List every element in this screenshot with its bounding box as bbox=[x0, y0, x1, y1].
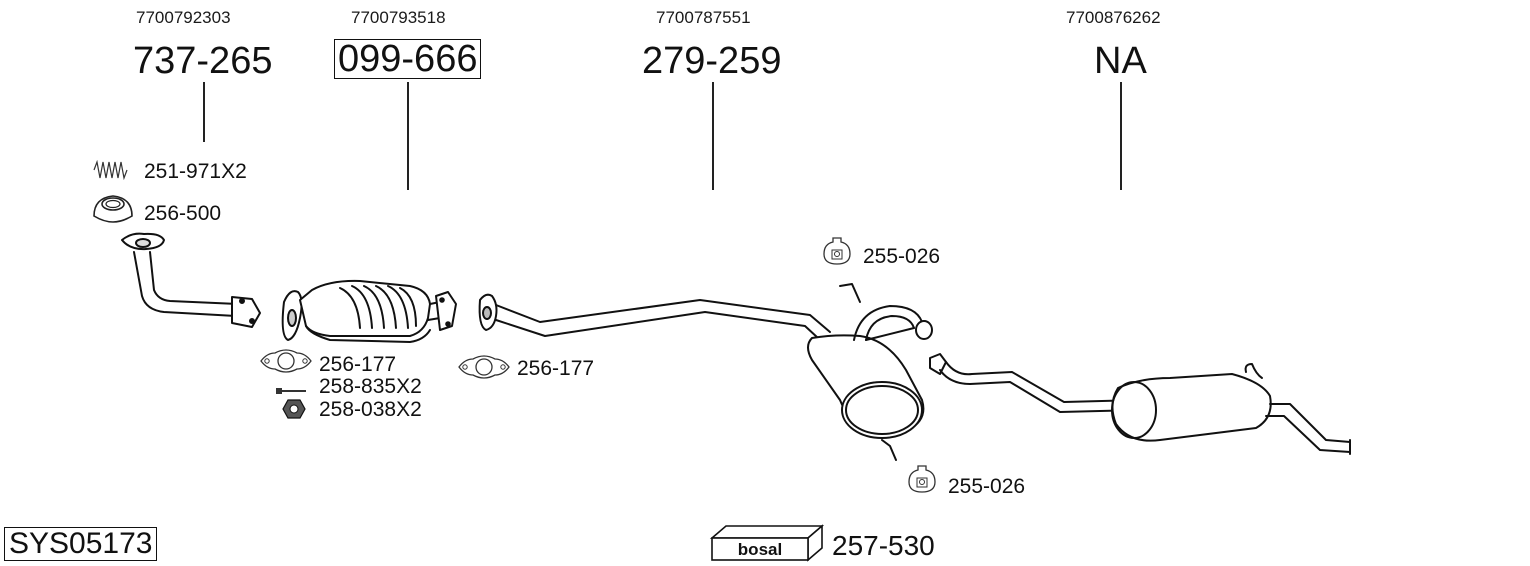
gasket-icon bbox=[458, 355, 510, 379]
leader-line bbox=[407, 82, 409, 190]
part-number-rear-silencer[interactable]: NA bbox=[1094, 40, 1147, 82]
bosal-logo-text: bosal bbox=[738, 540, 782, 559]
part-number-middle-silencer[interactable]: 279-259 bbox=[642, 40, 782, 82]
rear-silencer-drawing bbox=[929, 353, 1351, 455]
sealing-ring-icon bbox=[93, 195, 133, 223]
catalytic-converter-drawing bbox=[281, 279, 457, 343]
leader-line bbox=[712, 82, 714, 190]
system-code: SYS05173 bbox=[4, 527, 158, 561]
accessory-label[interactable]: 255-026 bbox=[863, 245, 941, 268]
oem-number-2: 7700793518 bbox=[351, 8, 446, 27]
rubber-mount-icon bbox=[823, 237, 851, 265]
bosal-box-icon: bosal bbox=[709, 524, 824, 562]
gasket-icon bbox=[260, 349, 312, 373]
accessory-label[interactable]: 251-971X2 bbox=[144, 160, 247, 183]
leader-line bbox=[1120, 82, 1122, 190]
accessory-label[interactable]: 258-038X2 bbox=[319, 398, 422, 421]
bolt-icon bbox=[276, 388, 306, 394]
front-pipe-drawing bbox=[121, 232, 261, 328]
leader-line bbox=[203, 82, 205, 142]
part-number-catalyst[interactable]: 099-666 bbox=[334, 39, 482, 79]
accessory-label[interactable]: 256-177 bbox=[517, 357, 595, 380]
accessory-label[interactable]: 256-500 bbox=[144, 202, 222, 225]
part-number-front-pipe[interactable]: 737-265 bbox=[133, 40, 273, 82]
oem-number-3: 7700787551 bbox=[656, 8, 751, 27]
accessory-label[interactable]: 255-026 bbox=[948, 475, 1026, 498]
middle-silencer-drawing bbox=[478, 283, 933, 461]
oem-number-1: 7700792303 bbox=[136, 8, 231, 27]
box-part-number[interactable]: 257-530 bbox=[832, 530, 935, 561]
accessory-label[interactable]: 258-835X2 bbox=[319, 375, 422, 398]
nut-icon bbox=[282, 399, 306, 419]
spring-icon bbox=[93, 160, 128, 180]
rubber-mount-icon bbox=[908, 465, 936, 493]
oem-number-4: 7700876262 bbox=[1066, 8, 1161, 27]
accessory-label[interactable]: 256-177 bbox=[319, 353, 397, 376]
